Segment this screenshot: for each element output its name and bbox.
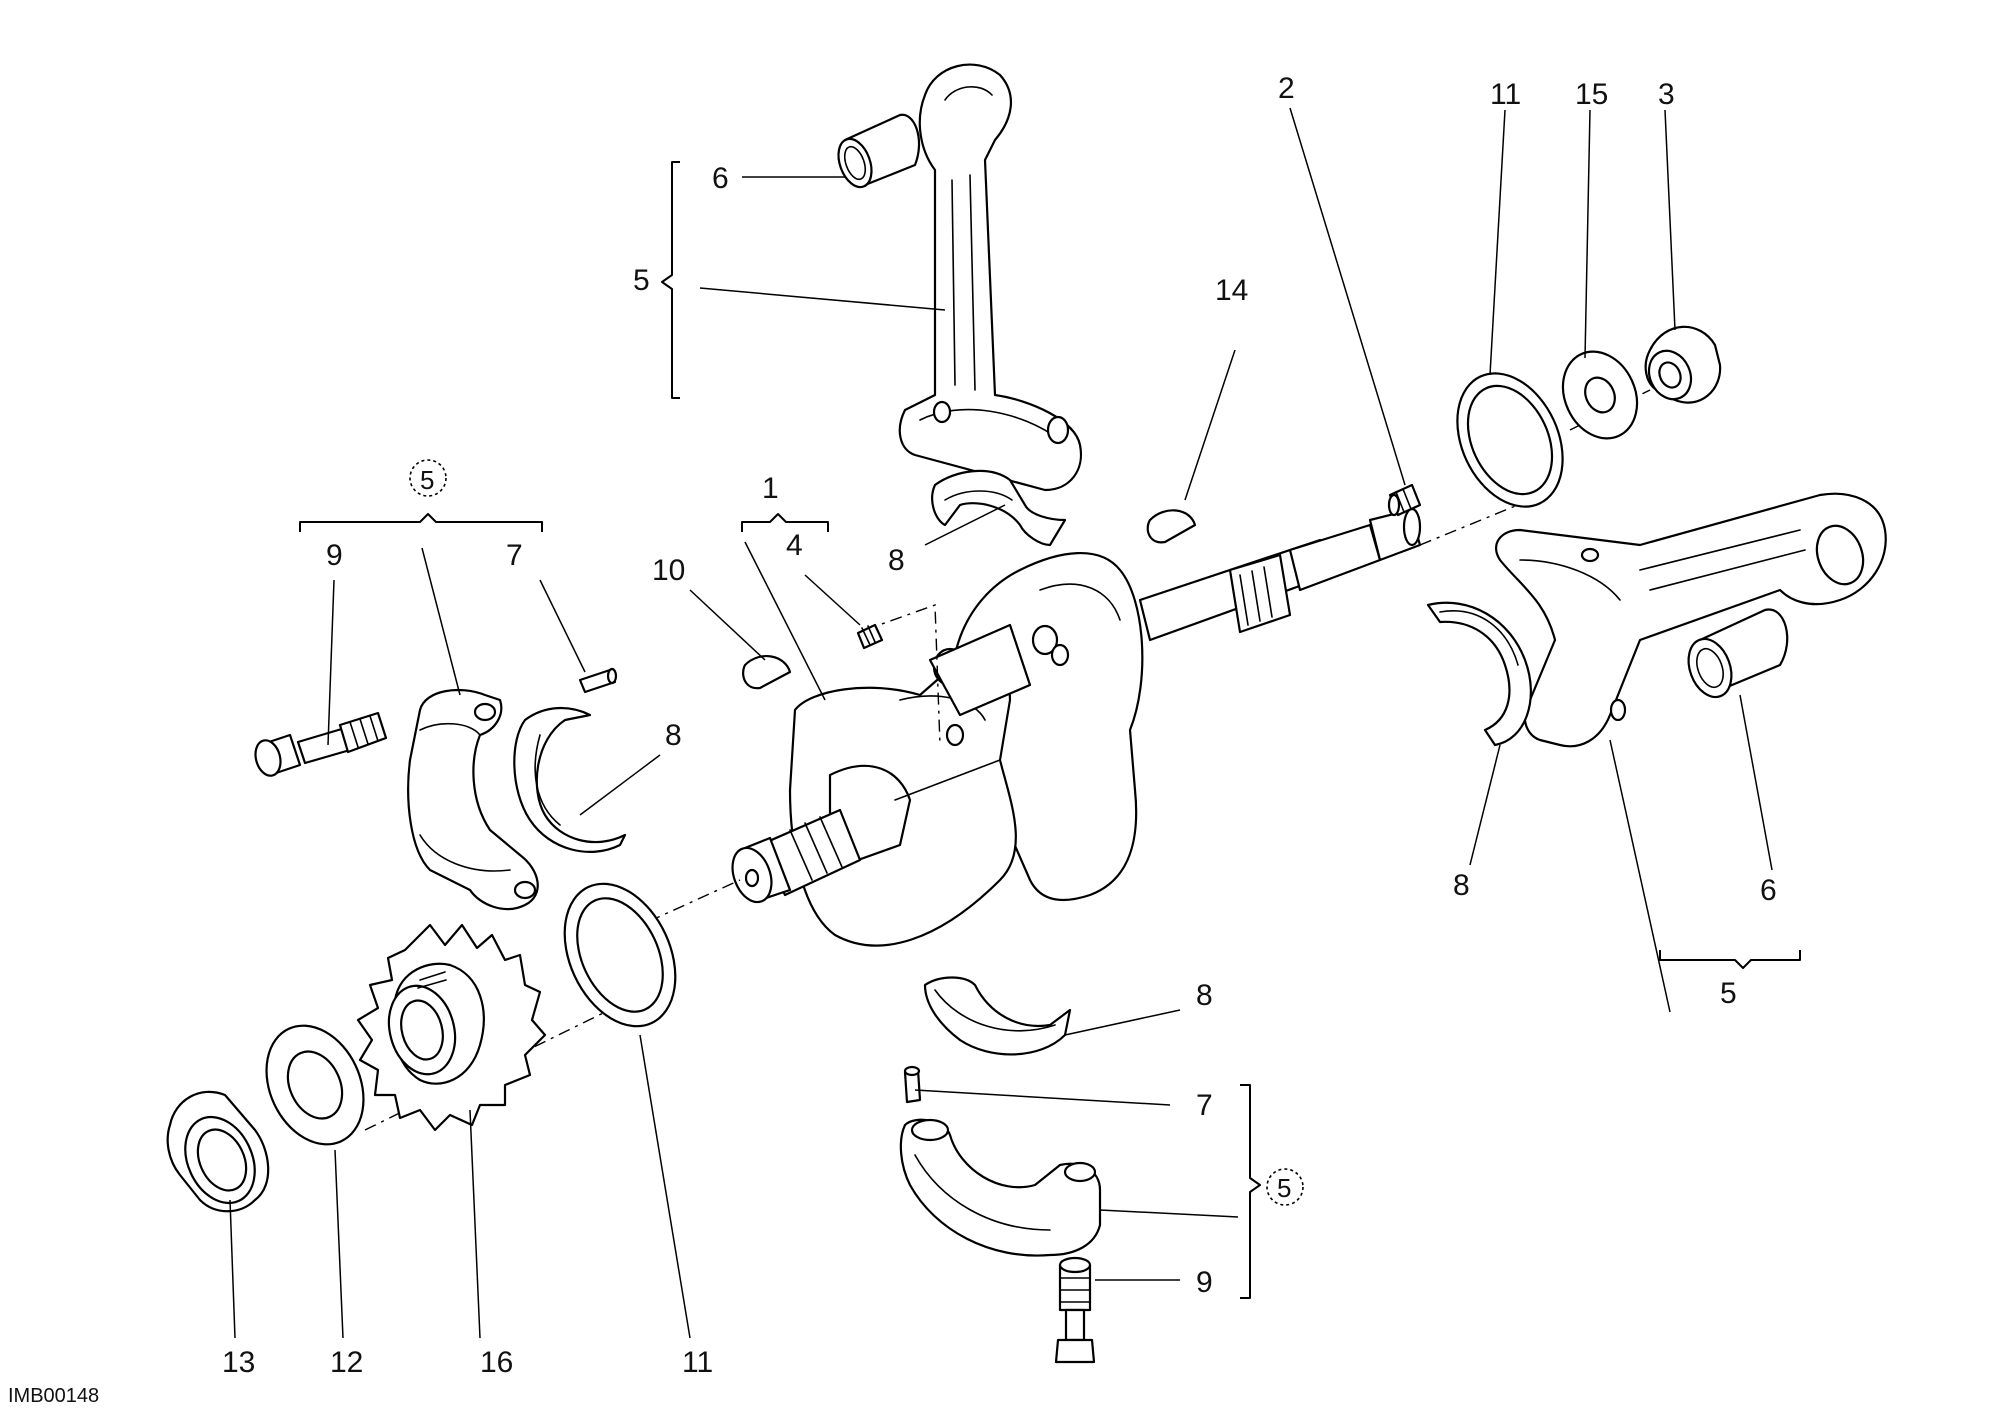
washer-12	[265, 1024, 365, 1146]
label-7-left: 7	[506, 539, 523, 572]
label-6-right: 6	[1760, 874, 1777, 907]
connecting-rod-right	[1495, 492, 1887, 748]
label-8-left: 8	[665, 719, 682, 752]
small-end-bushing-top	[837, 113, 920, 189]
label-16: 16	[480, 1346, 513, 1379]
nut-3	[1644, 325, 1722, 404]
dowel-pin-bottom	[903, 1065, 922, 1104]
label-2: 2	[1278, 72, 1295, 105]
label-4: 4	[786, 529, 803, 562]
crankshaft	[731, 507, 1422, 947]
leader-lines	[229, 107, 1773, 1339]
oil-plug	[856, 623, 884, 650]
image-code: IMB00148	[8, 1385, 99, 1407]
label-14: 14	[1215, 274, 1248, 307]
washer-15	[1561, 350, 1639, 440]
label-6-top: 6	[712, 162, 729, 195]
label-1: 1	[762, 472, 779, 505]
rod-cap-bottom	[899, 1118, 1102, 1257]
label-5-circle-bottom: 5	[1277, 1173, 1291, 1203]
oil-plug-rear	[1387, 483, 1422, 517]
label-5-top: 5	[633, 264, 650, 297]
label-12: 12	[330, 1346, 363, 1379]
rod-cap-left	[407, 688, 539, 910]
label-9-left: 9	[326, 539, 343, 572]
label-9-bottom: 9	[1196, 1266, 1213, 1299]
bearing-shell-right	[1426, 601, 1532, 747]
label-7-bottom: 7	[1196, 1089, 1213, 1122]
label-11-bottom: 11	[682, 1346, 713, 1379]
brace-circle5-bottom	[1240, 1084, 1261, 1299]
thrust-washer-right	[1456, 372, 1564, 508]
timing-gear	[356, 923, 547, 1132]
dowel-pin-left	[578, 667, 618, 694]
axis-line-plug	[864, 604, 941, 746]
label-5-circle-left: 5	[420, 465, 434, 495]
label-8-right: 8	[1453, 869, 1470, 902]
woodruff-key-right	[1146, 509, 1197, 544]
connecting-rod-top	[898, 63, 1083, 492]
cap-bolt-bottom	[1054, 1256, 1096, 1364]
small-end-bushing-right	[1687, 608, 1789, 699]
thrust-washer-front	[563, 882, 677, 1028]
woodruff-key-left	[742, 655, 792, 690]
axis-line-rear	[1419, 499, 1531, 546]
label-8-bottom: 8	[1196, 979, 1213, 1012]
brace-right-rod	[1659, 950, 1801, 969]
brace-1	[741, 513, 829, 532]
label-13: 13	[222, 1346, 255, 1379]
nut-13	[166, 1090, 270, 1213]
label-11-top: 11	[1490, 78, 1521, 111]
label-15: 15	[1575, 78, 1608, 111]
circle-marker-bottom	[1266, 1168, 1304, 1206]
brace-top-rod	[661, 161, 680, 399]
bearing-shell-bottom	[923, 976, 1072, 1056]
callout-labels: 6 5 2 11 15 3 14 1 4 10 8 5 9 7 8 8 6 5 …	[222, 72, 1777, 1379]
brace-circle5-left	[299, 513, 543, 532]
label-10: 10	[652, 554, 685, 587]
cap-bolt-left	[254, 711, 388, 777]
circle-marker-left	[409, 459, 447, 497]
label-5-right: 5	[1720, 977, 1737, 1010]
label-8-center: 8	[888, 544, 905, 577]
bearing-shell-left	[513, 706, 627, 853]
label-3: 3	[1658, 78, 1675, 111]
